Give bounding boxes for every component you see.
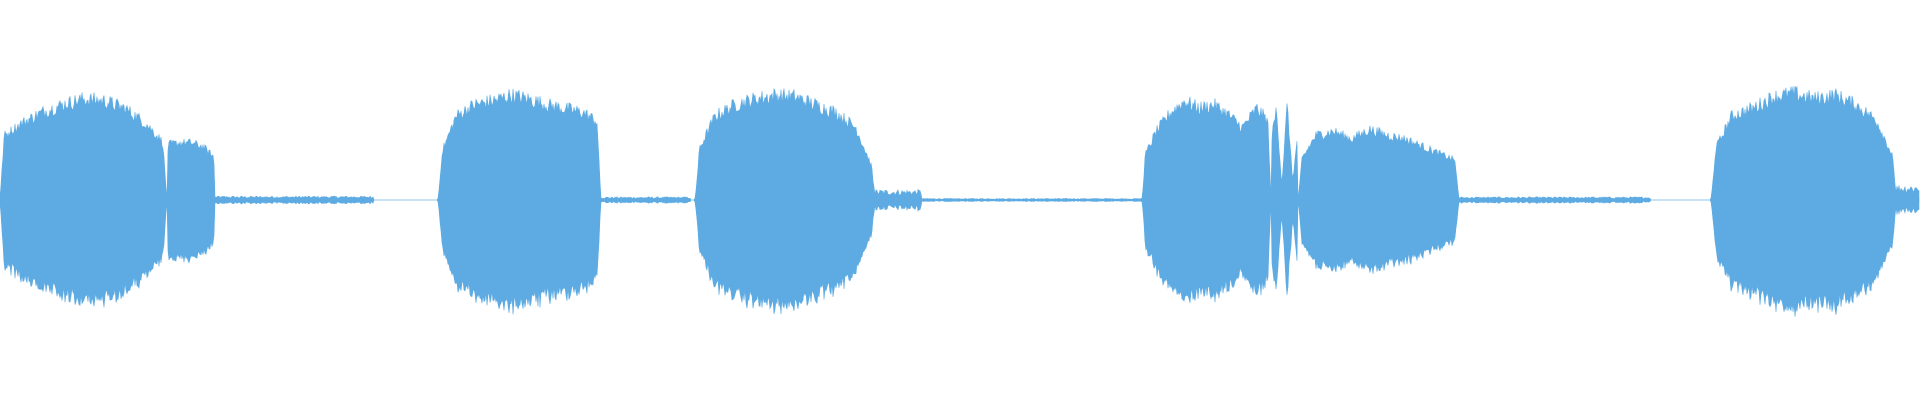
waveform-body <box>0 85 1920 317</box>
